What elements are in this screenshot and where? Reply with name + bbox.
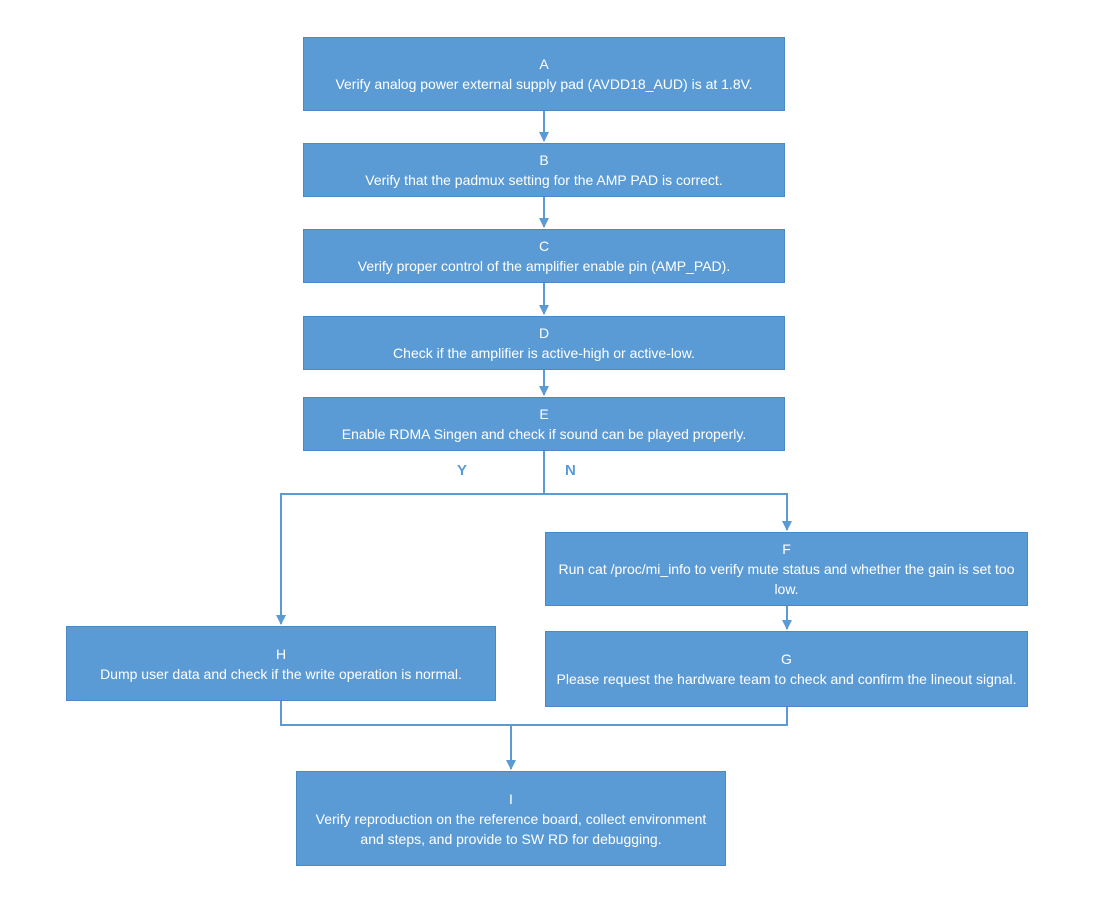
node-c-id: C (538, 238, 550, 254)
node-f-id: F (782, 541, 791, 557)
node-e: E Enable RDMA Singen and check if sound … (303, 397, 785, 451)
node-e-text: Enable RDMA Singen and check if sound ca… (341, 426, 747, 442)
node-b-text: Verify that the padmux setting for the A… (365, 172, 723, 188)
line-g-merge (511, 707, 788, 726)
node-c: C Verify proper control of the amplifier… (303, 229, 785, 283)
node-h-id: H (275, 645, 287, 662)
node-i-text: Verify reproduction on the reference boa… (315, 810, 707, 847)
node-d: D Check if the amplifier is active-high … (303, 316, 785, 370)
arrow-e-f-no (544, 493, 792, 531)
node-b: B Verify that the padmux setting for the… (303, 143, 785, 197)
node-c-text: Verify proper control of the amplifier e… (357, 258, 731, 274)
node-f-text: Run cat /proc/mi_info to verify mute sta… (558, 561, 1015, 597)
node-h-text: Dump user data and check if the write op… (100, 665, 462, 682)
branch-label-yes: Y (457, 462, 468, 479)
node-g-text: Please request the hardware team to chec… (556, 671, 1017, 687)
node-a-id: A (539, 56, 549, 72)
node-i: I Verify reproduction on the reference b… (296, 771, 726, 866)
node-g: G Please request the hardware team to ch… (545, 631, 1028, 707)
node-b-id: B (539, 152, 549, 168)
node-f: F Run cat /proc/mi_info to verify mute s… (545, 532, 1028, 606)
node-h: H Dump user data and check if the write … (66, 626, 496, 701)
node-a-text: Verify analog power external supply pad … (335, 76, 753, 92)
arrow-e-h-yes (276, 451, 545, 625)
node-e-id: E (539, 406, 549, 422)
node-g-id: G (781, 651, 792, 667)
node-d-id: D (538, 325, 550, 341)
branch-label-no: N (565, 462, 576, 479)
node-d-text: Check if the amplifier is active-high or… (393, 345, 695, 361)
node-i-id: I (509, 790, 513, 807)
node-a: A Verify analog power external supply pa… (303, 37, 785, 111)
line-h-merge (280, 701, 511, 726)
